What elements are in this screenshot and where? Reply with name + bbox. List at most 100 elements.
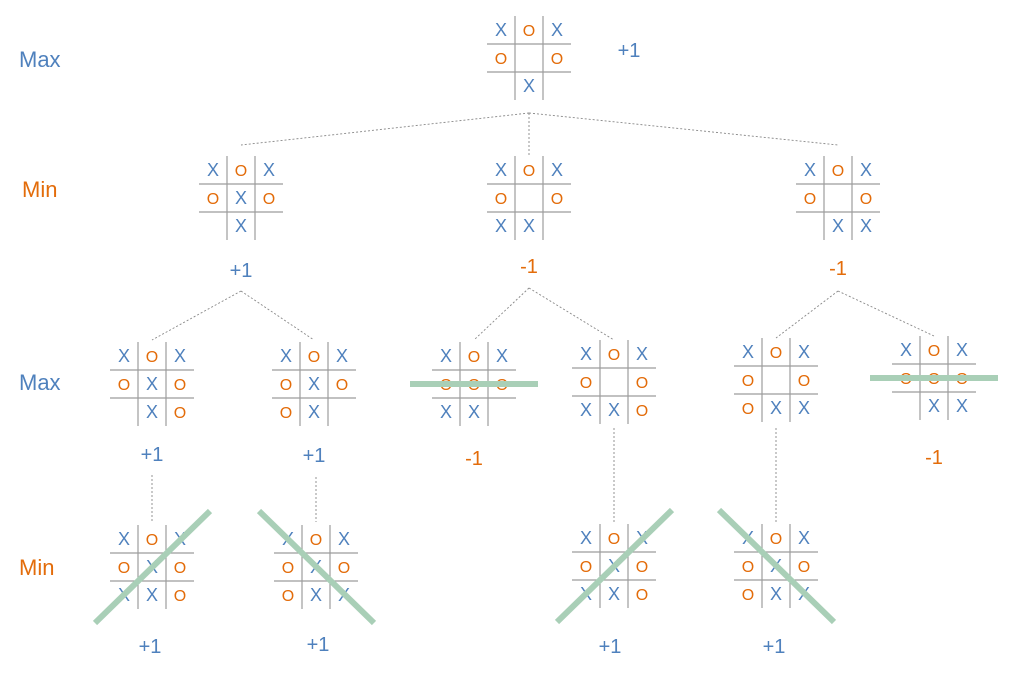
x-mark: X: [235, 188, 247, 208]
tree-edge: [473, 287, 530, 341]
o-mark: O: [280, 377, 292, 394]
x-mark: X: [580, 344, 592, 364]
score-label: -1: [829, 258, 847, 280]
o-mark: O: [580, 559, 592, 576]
x-mark: X: [798, 342, 810, 362]
o-mark: O: [928, 343, 940, 360]
o-mark: O: [798, 373, 810, 390]
o-mark: O: [832, 163, 844, 180]
o-mark: O: [174, 377, 186, 394]
x-mark: X: [798, 398, 810, 418]
o-mark: O: [207, 191, 219, 208]
o-mark: O: [636, 403, 648, 420]
score-label: -1: [520, 256, 538, 278]
x-mark: X: [146, 374, 158, 394]
x-mark: X: [832, 216, 844, 236]
x-mark: X: [338, 529, 350, 549]
o-mark: O: [860, 191, 872, 208]
score-label: +1: [306, 634, 330, 656]
level-label-max: Max: [19, 370, 61, 395]
x-mark: X: [495, 160, 507, 180]
o-mark: O: [118, 377, 130, 394]
x-mark: X: [860, 216, 872, 236]
x-mark: X: [551, 20, 563, 40]
o-mark: O: [235, 163, 247, 180]
score-label: +1: [138, 636, 162, 658]
level-label-min: Min: [19, 555, 55, 580]
o-mark: O: [770, 531, 782, 548]
o-mark: O: [336, 377, 348, 394]
x-mark: X: [900, 340, 912, 360]
o-mark: O: [174, 588, 186, 605]
score-label: +1: [229, 260, 253, 282]
o-mark: O: [495, 51, 507, 68]
score-label: +1: [302, 445, 326, 467]
level-label-min: Min: [22, 177, 58, 202]
x-mark: X: [928, 396, 940, 416]
o-mark: O: [495, 191, 507, 208]
level-label-max: Max: [19, 47, 61, 72]
o-mark: O: [742, 401, 754, 418]
x-mark: X: [174, 346, 186, 366]
x-mark: X: [310, 585, 322, 605]
score-label: +1: [140, 444, 164, 466]
o-mark: O: [551, 51, 563, 68]
x-mark: X: [860, 160, 872, 180]
x-mark: X: [956, 340, 968, 360]
x-mark: X: [118, 529, 130, 549]
o-mark: O: [310, 532, 322, 549]
tree-edge: [240, 290, 315, 341]
o-mark: O: [742, 587, 754, 604]
x-mark: X: [118, 346, 130, 366]
o-mark: O: [742, 373, 754, 390]
o-mark: O: [523, 163, 535, 180]
score-label: -1: [925, 447, 943, 469]
x-mark: X: [742, 342, 754, 362]
x-mark: X: [146, 402, 158, 422]
x-mark: X: [440, 402, 452, 422]
win-strike-line: [554, 507, 675, 625]
tree-edge: [240, 112, 530, 146]
x-mark: X: [308, 402, 320, 422]
o-mark: O: [523, 23, 535, 40]
o-mark: O: [580, 375, 592, 392]
o-mark: O: [608, 347, 620, 364]
win-strike-line: [256, 508, 377, 626]
o-mark: O: [804, 191, 816, 208]
win-strike-line: [716, 507, 837, 625]
x-mark: X: [468, 402, 480, 422]
o-mark: O: [118, 560, 130, 577]
x-mark: X: [770, 398, 782, 418]
o-mark: O: [798, 559, 810, 576]
x-mark: X: [804, 160, 816, 180]
x-mark: X: [308, 374, 320, 394]
win-strike-line: [92, 508, 213, 626]
o-mark: O: [308, 349, 320, 366]
tree-edge: [775, 290, 839, 339]
o-mark: O: [263, 191, 275, 208]
x-mark: X: [207, 160, 219, 180]
o-mark: O: [636, 375, 648, 392]
x-mark: X: [770, 584, 782, 604]
x-mark: X: [440, 346, 452, 366]
x-mark: X: [580, 400, 592, 420]
o-mark: O: [146, 532, 158, 549]
x-mark: X: [146, 585, 158, 605]
o-mark: O: [338, 560, 350, 577]
o-mark: O: [174, 405, 186, 422]
o-mark: O: [551, 191, 563, 208]
o-mark: O: [468, 349, 480, 366]
o-mark: O: [770, 345, 782, 362]
o-mark: O: [146, 349, 158, 366]
